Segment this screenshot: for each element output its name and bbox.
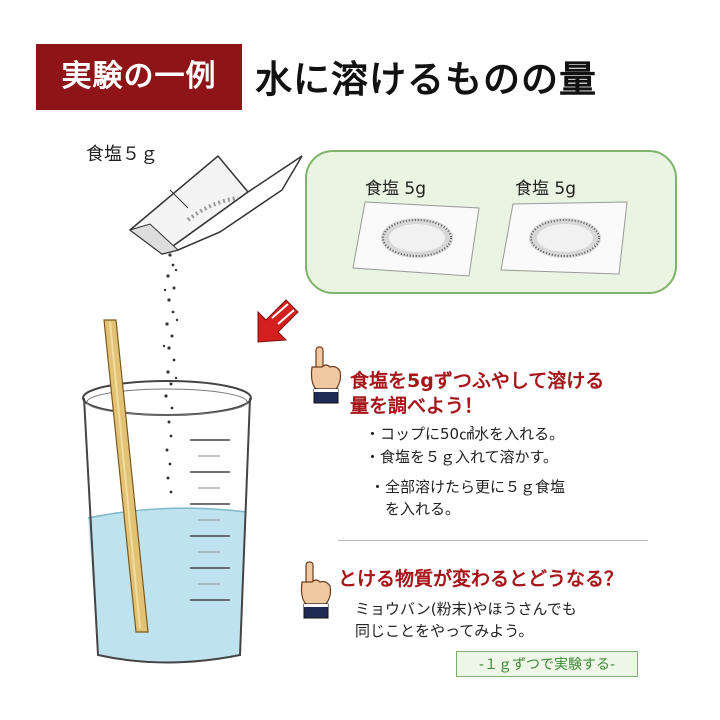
beaker — [82, 380, 252, 664]
salt-amount-label: 食塩５ｇ — [86, 144, 158, 165]
experiment-heading-line1: 食塩を5gずつふやして溶ける — [350, 370, 605, 392]
pointing-hand-icon — [310, 346, 342, 404]
question-heading: とける物質が変わるとどうなる？ — [338, 568, 624, 590]
sample-label-2: 食塩 5g — [515, 179, 577, 199]
experiment-heading-line2: 量を調べよう！ — [350, 395, 484, 417]
question-body-line1: ミョウバン(粉末)やほうさんでも — [355, 600, 577, 618]
instruction-3-line2: を入れる。 — [385, 500, 461, 518]
stirring-rod — [103, 319, 149, 633]
question-body-line2: 同じことをやってみよう。 — [355, 622, 534, 640]
section-divider — [338, 540, 648, 541]
page-title: 水に溶けるものの量 — [255, 58, 597, 101]
beaker-illustration — [82, 154, 303, 664]
salt-sample-box: 食塩 5g 食塩 5g — [305, 150, 677, 294]
instruction-3-line1: ・全部溶けたら更に５ｇ食塩 — [370, 478, 566, 496]
salt-packet-icon — [128, 154, 303, 255]
instruction-2: ・食塩を５ｇ入れて溶かす。 — [365, 448, 559, 466]
experiment-note-tag: -１ｇずつで実験する- — [456, 651, 638, 677]
pointing-hand-icon-2 — [300, 561, 332, 619]
sample-label-1: 食塩 5g — [365, 179, 427, 199]
red-arrow-icon — [257, 299, 299, 343]
paper-with-salt-2 — [500, 201, 628, 275]
instruction-1: ・コップに50㎤水を入れる。 — [365, 425, 565, 443]
title-badge: 実験の一例 — [36, 44, 242, 110]
paper-with-salt-1 — [352, 201, 480, 277]
falling-salt — [162, 253, 179, 494]
